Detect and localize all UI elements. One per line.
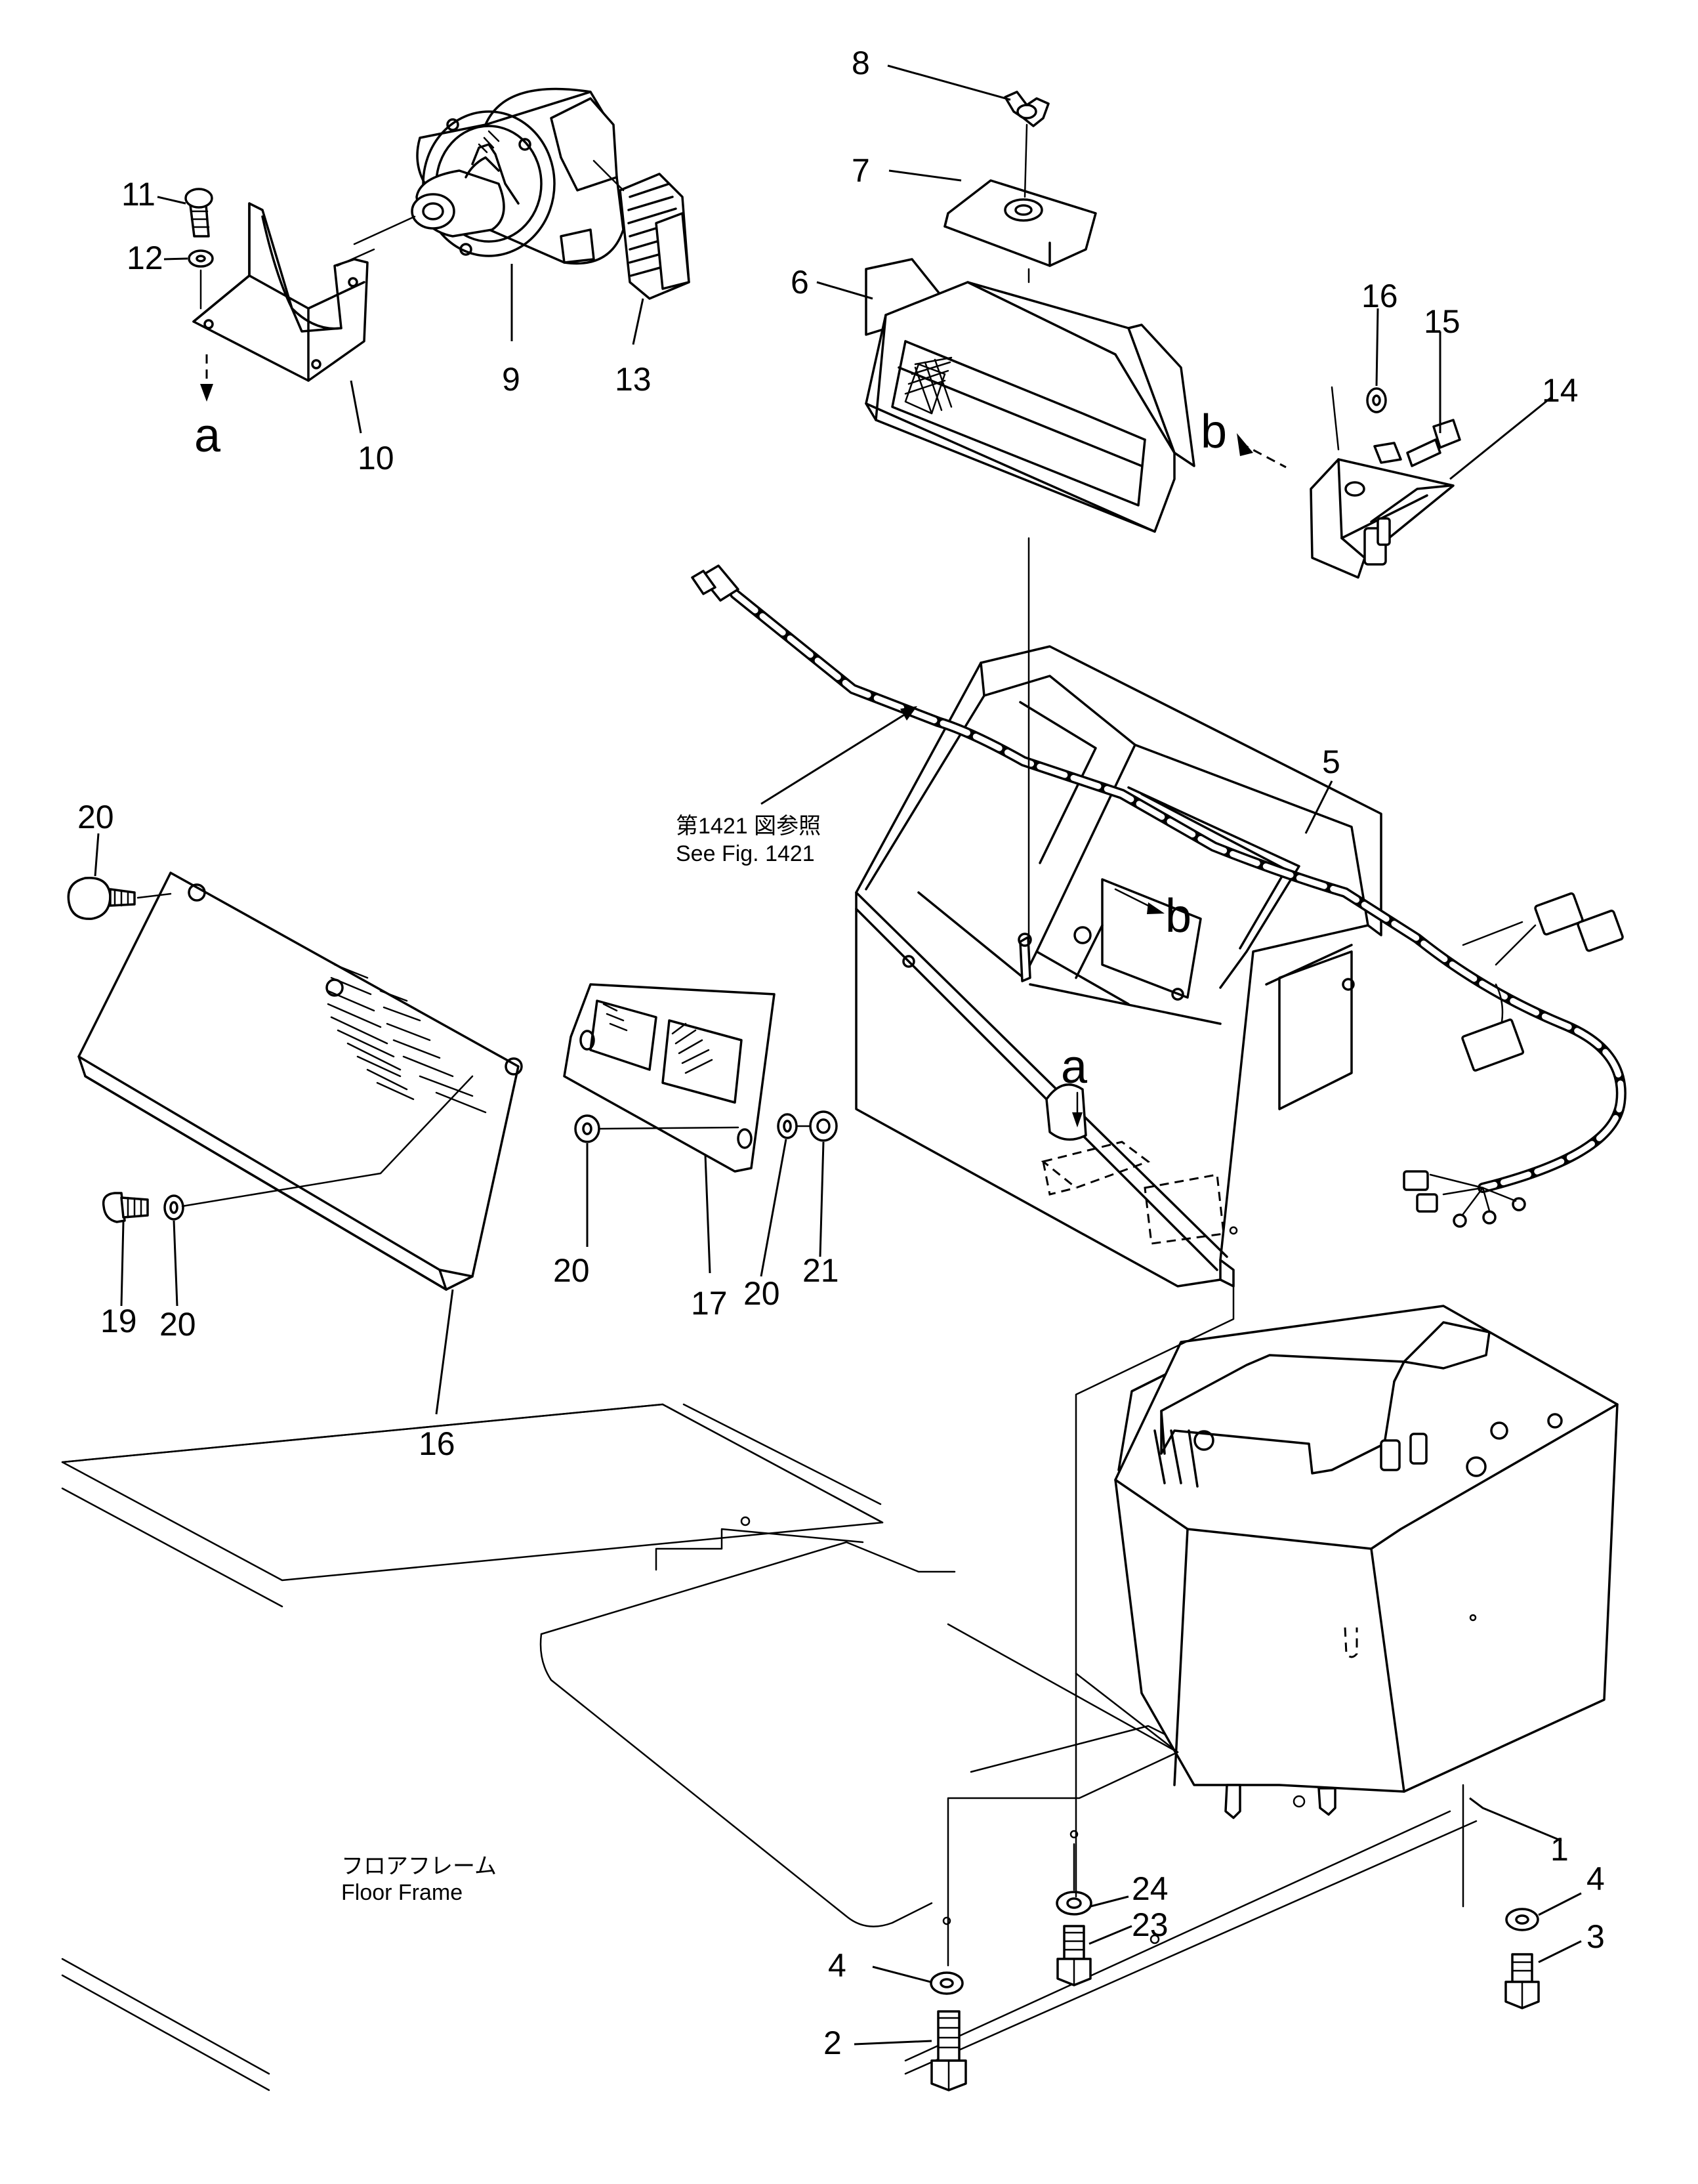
box-frame xyxy=(855,645,1382,1288)
bolt-2 xyxy=(930,2010,967,2091)
view-marker-a2: a xyxy=(1061,1041,1088,1093)
assembly-lines xyxy=(136,123,1464,1967)
callout-4-right: 4 xyxy=(1586,1860,1605,1897)
bolt-11 xyxy=(184,188,213,238)
washer-4-left xyxy=(930,1971,964,1995)
callout-6: 6 xyxy=(791,264,809,301)
callout-leaders xyxy=(94,64,1582,2046)
callout-2: 2 xyxy=(823,2025,842,2061)
callout-3: 3 xyxy=(1586,1918,1605,1955)
horn-assembly xyxy=(411,87,625,265)
wiring-harness xyxy=(691,564,1626,1228)
callout-12: 12 xyxy=(127,240,163,276)
washer-16 xyxy=(1366,387,1387,413)
plate-18 xyxy=(563,983,776,1173)
callout-24: 24 xyxy=(1132,1870,1169,1907)
callout-4-left: 4 xyxy=(828,1947,846,1984)
callout-16: 16 xyxy=(1361,278,1398,314)
cover-plate xyxy=(943,179,1097,267)
view-arrow-b1: b xyxy=(1201,406,1287,469)
view-arrow-a1: a xyxy=(194,354,221,462)
washer-20-left xyxy=(163,1194,184,1221)
bolt-15 xyxy=(1406,419,1461,467)
view-marker-a1: a xyxy=(194,410,221,462)
wing-nut xyxy=(1004,91,1050,127)
callout-22: 20 xyxy=(77,799,114,835)
floor-frame-label-en: Floor Frame xyxy=(341,1880,463,1905)
callout-21: 21 xyxy=(802,1252,839,1289)
washer-4-right xyxy=(1505,1908,1539,1931)
washer-20-right xyxy=(777,1113,798,1139)
housing xyxy=(865,258,1195,533)
see-fig-label-jp: 第1421 図参照 xyxy=(676,814,821,839)
washer-12 xyxy=(188,249,214,268)
callout-19: 19 xyxy=(100,1303,137,1339)
hardware-22 xyxy=(67,877,136,920)
callout-20-right: 20 xyxy=(743,1275,780,1312)
bolt-3 xyxy=(1504,1953,1540,2009)
bolt-23 xyxy=(1056,1925,1092,1986)
view-arrow-b2: b xyxy=(1114,888,1191,942)
callout-1: 1 xyxy=(1550,1831,1569,1868)
floor-frame-label-jp: フロアフレーム xyxy=(341,1854,497,1879)
bracket-14 xyxy=(1310,442,1455,579)
callout-13: 13 xyxy=(615,361,652,398)
bracket-14-leader-line xyxy=(1331,386,1340,451)
bellows-13 xyxy=(619,173,690,300)
nut-21 xyxy=(809,1110,838,1142)
callout-14: 14 xyxy=(1542,372,1579,409)
floor-frame xyxy=(61,1403,1478,2091)
callout-9: 9 xyxy=(502,361,520,398)
callout-18: 17 xyxy=(691,1285,728,1322)
cross-reference-note: 第1421 図参照 See Fig. 1421 xyxy=(676,706,917,866)
callout-7: 7 xyxy=(852,152,870,189)
callout-17: 16 xyxy=(419,1425,455,1462)
callout-11: 11 xyxy=(121,176,155,213)
bracket-10 xyxy=(192,202,369,382)
callout-10: 10 xyxy=(358,440,394,476)
front-cover-17 xyxy=(77,872,523,1291)
callout-20-left: 20 xyxy=(159,1306,196,1343)
controller-box xyxy=(1114,1305,1619,1819)
see-fig-label-en: See Fig. 1421 xyxy=(676,841,815,866)
view-arrow-a2: a xyxy=(1061,1041,1088,1127)
callout-8: 8 xyxy=(852,45,870,81)
view-marker-b2: b xyxy=(1165,890,1191,942)
floor-frame-label: フロアフレーム Floor Frame xyxy=(341,1854,497,1905)
washer-24 xyxy=(1056,1891,1092,1916)
callout-5: 5 xyxy=(1322,744,1340,780)
callout-labels: 8 7 6 9 10 11 12 13 14 15 16 5 20 19 20 … xyxy=(77,45,1605,2061)
callout-15: 15 xyxy=(1424,303,1460,340)
callout-20-mid: 20 xyxy=(553,1252,590,1289)
washer-20-mid xyxy=(574,1114,600,1143)
view-marker-b1: b xyxy=(1201,406,1227,458)
hardware-19 xyxy=(102,1192,149,1223)
callout-23: 23 xyxy=(1132,1906,1169,1943)
